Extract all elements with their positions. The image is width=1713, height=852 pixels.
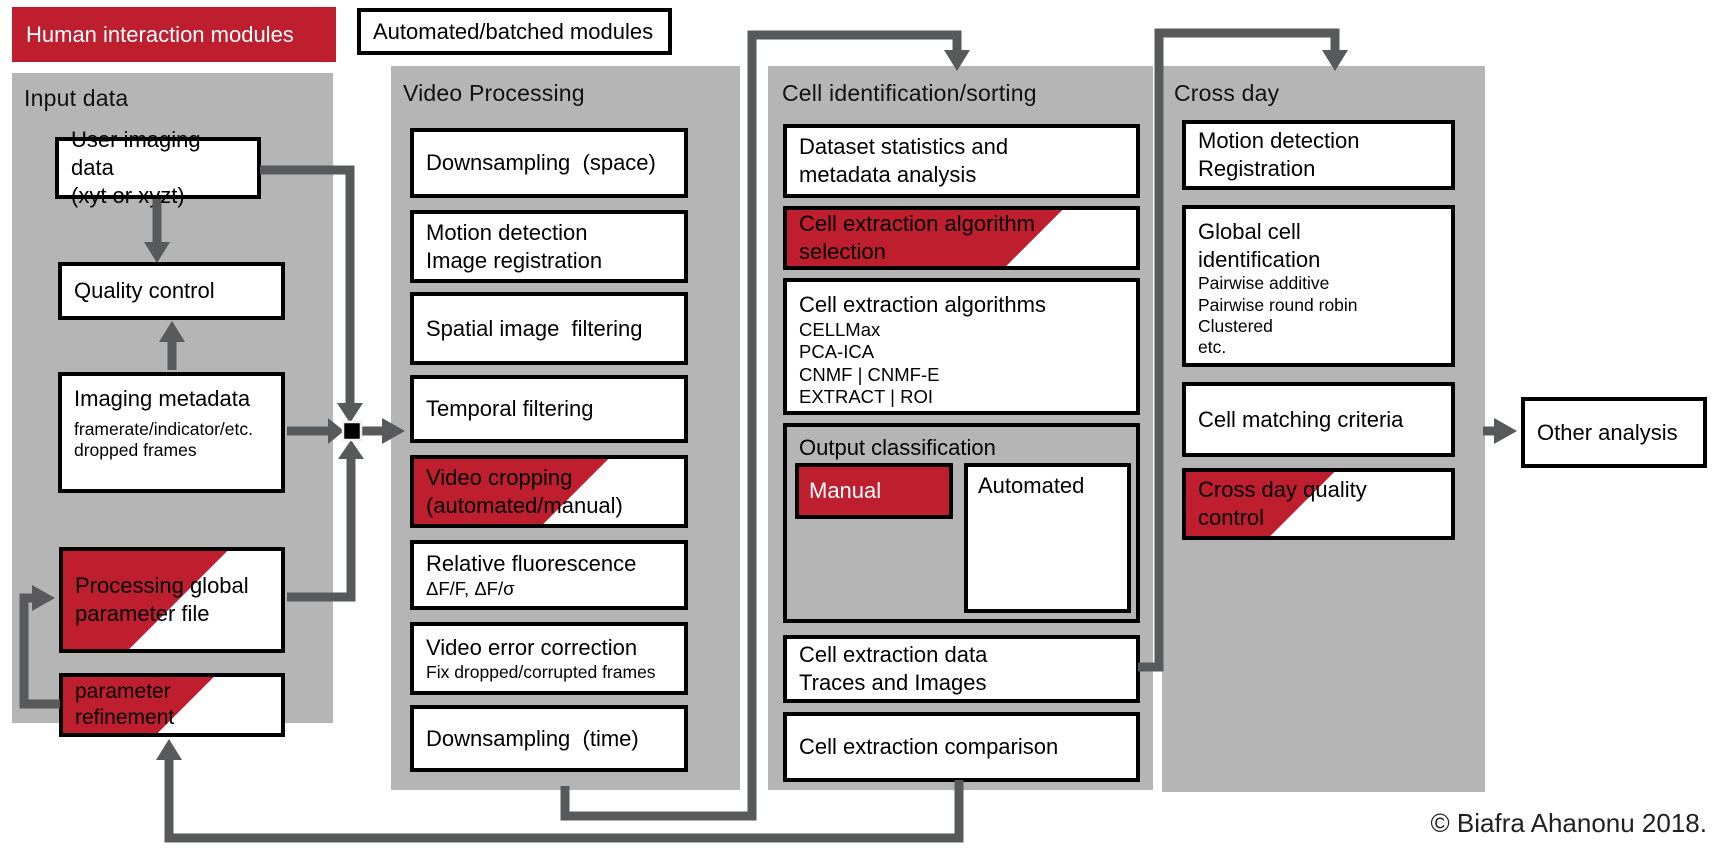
- cell-extraction-data-line2: Traces and Images: [799, 670, 987, 695]
- legend-human-interaction-label: Human interaction modules: [26, 21, 294, 47]
- box-spatial-image-filtering: Spatial image filtering: [410, 292, 688, 365]
- box-downsampling-time: Downsampling (time): [410, 705, 688, 772]
- user-imaging-line2: (xyt or xyzt): [71, 182, 185, 208]
- imaging-metadata-line3: dropped frames: [74, 440, 197, 461]
- box-parameter-refinement: parameter refinement: [59, 673, 285, 737]
- algorithm-cnmf: CNMF | CNMF-E: [799, 363, 940, 385]
- user-imaging-line1: User imaging data: [71, 127, 207, 181]
- algorithms-header: Cell extraction algorithms: [799, 292, 1046, 317]
- spatial-filtering-label: Spatial image filtering: [426, 315, 643, 341]
- crossday-quality-line2: control: [1198, 505, 1265, 530]
- global-cell-item-pairwise-round-robin: Pairwise round robin: [1198, 294, 1358, 315]
- box-imaging-metadata: Imaging metadata framerate/indicator/etc…: [58, 372, 285, 493]
- param-refine-line1: parameter: [75, 679, 171, 703]
- box-quality-control: Quality control: [58, 262, 285, 320]
- downsampling-time-label: Downsampling (time): [426, 725, 639, 751]
- box-motion-detection-registration: Motion detection Image registration: [410, 210, 688, 283]
- column-cell-identification-title: Cell identification/sorting: [782, 80, 1037, 106]
- algorithm-selection-line1: Cell extraction algorithm: [799, 211, 1035, 237]
- box-cell-extraction-data: Cell extraction data Traces and Images: [783, 635, 1140, 703]
- crossday-motion-line2: Registration: [1198, 156, 1316, 181]
- box-cell-matching-criteria: Cell matching criteria: [1182, 382, 1455, 457]
- video-cropping-line1: Video cropping: [426, 464, 573, 490]
- manual-label: Manual: [809, 478, 882, 503]
- crossday-motion-line1: Motion detection: [1198, 128, 1360, 154]
- box-cell-extraction-algorithm-selection: Cell extraction algorithm selection: [783, 206, 1140, 270]
- arrowhead-into-other-analysis: [1494, 418, 1517, 444]
- box-other-analysis: Other analysis: [1521, 397, 1707, 468]
- temporal-filtering-label: Temporal filtering: [426, 396, 594, 422]
- cell-matching-criteria-label: Cell matching criteria: [1198, 406, 1404, 432]
- param-file-line1: Processing global: [75, 573, 249, 599]
- algorithm-selection-line2: selection: [799, 239, 886, 264]
- junction-node: [341, 420, 363, 442]
- legend-automated-batched: Automated/batched modules: [357, 8, 672, 55]
- box-cross-day-quality-control: Cross day quality control: [1182, 468, 1455, 540]
- global-cell-item-clustered: Clustered: [1198, 316, 1273, 337]
- column-input-data-title: Input data: [24, 85, 129, 111]
- box-processing-global-parameter-file: Processing global parameter file: [59, 547, 285, 653]
- param-file-line2: parameter file: [75, 601, 210, 626]
- global-cell-line1: Global cell: [1198, 219, 1301, 244]
- arrowhead-into-param-refine: [156, 739, 182, 760]
- legend-automated-batched-label: Automated/batched modules: [373, 18, 654, 44]
- algorithm-pca-ica: PCA-ICA: [799, 341, 875, 363]
- box-video-error-correction: Video error correction Fix dropped/corru…: [410, 622, 688, 695]
- box-user-imaging-data: User imaging data (xyt or xyzt): [55, 127, 261, 208]
- motion-detection-line1: Motion detection: [426, 219, 588, 245]
- param-refine-line2: refinement: [75, 706, 175, 729]
- cell-extraction-comparison-label: Cell extraction comparison: [799, 734, 1059, 760]
- box-relative-fluorescence: Relative fluorescence ΔF/F, ΔF/σ: [410, 540, 688, 610]
- quality-control-label: Quality control: [74, 278, 215, 304]
- column-cross-day-title: Cross day: [1174, 80, 1280, 106]
- box-automated-classification: Automated: [964, 463, 1131, 613]
- box-video-cropping: Video cropping (automated/manual): [410, 455, 688, 528]
- box-crossday-motion-detection: Motion detection Registration: [1182, 120, 1455, 190]
- box-global-cell-identification: Global cell identification Pairwise addi…: [1182, 205, 1455, 367]
- dataset-statistics-line1: Dataset statistics and: [799, 134, 1009, 160]
- imaging-metadata-line1: Imaging metadata: [74, 386, 251, 411]
- relative-fluorescence-line1: Relative fluorescence: [426, 550, 637, 576]
- box-cell-extraction-algorithms: Cell extraction algorithms CELLMax PCA-I…: [783, 278, 1140, 415]
- other-analysis-label: Other analysis: [1537, 419, 1678, 445]
- relative-fluorescence-line2: ΔF/F, ΔF/σ: [426, 577, 515, 599]
- column-video-processing-title: Video Processing: [403, 80, 585, 106]
- output-classification-title: Output classification: [799, 435, 996, 460]
- box-manual-classification: Manual: [795, 463, 953, 519]
- algorithm-cellmax: CELLMax: [799, 318, 881, 340]
- video-cropping-line2: (automated/manual): [426, 492, 623, 518]
- automated-label: Automated: [978, 473, 1085, 498]
- global-cell-item-etc: etc.: [1198, 337, 1227, 358]
- global-cell-line2: identification: [1198, 246, 1321, 272]
- algorithm-extract-roi: EXTRACT | ROI: [799, 386, 933, 408]
- box-dataset-statistics: Dataset statistics and metadata analysis: [783, 124, 1140, 198]
- box-cell-extraction-comparison: Cell extraction comparison: [783, 712, 1140, 782]
- cell-extraction-data-line1: Cell extraction data: [799, 642, 988, 668]
- box-output-classification: Output classification Manual Automated: [783, 423, 1140, 623]
- global-cell-item-pairwise-additive: Pairwise additive: [1198, 273, 1330, 294]
- video-error-line2: Fix dropped/corrupted frames: [426, 661, 656, 682]
- crossday-quality-line1: Cross day quality: [1198, 477, 1367, 503]
- box-temporal-filtering: Temporal filtering: [410, 375, 688, 443]
- motion-detection-line2: Image registration: [426, 247, 603, 273]
- box-downsampling-space: Downsampling (space): [410, 128, 688, 198]
- arrowhead-up-into-junction: [338, 440, 364, 459]
- arrowhead-down-into-junction: [337, 403, 363, 423]
- video-error-line1: Video error correction: [426, 634, 638, 660]
- copyright-text: © Biafra Ahanonu 2018.: [1430, 808, 1707, 838]
- downsampling-space-label: Downsampling (space): [426, 150, 656, 176]
- imaging-metadata-line2: framerate/indicator/etc.: [74, 418, 253, 439]
- dataset-statistics-line2: metadata analysis: [799, 162, 977, 187]
- legend-human-interaction: Human interaction modules: [12, 7, 336, 62]
